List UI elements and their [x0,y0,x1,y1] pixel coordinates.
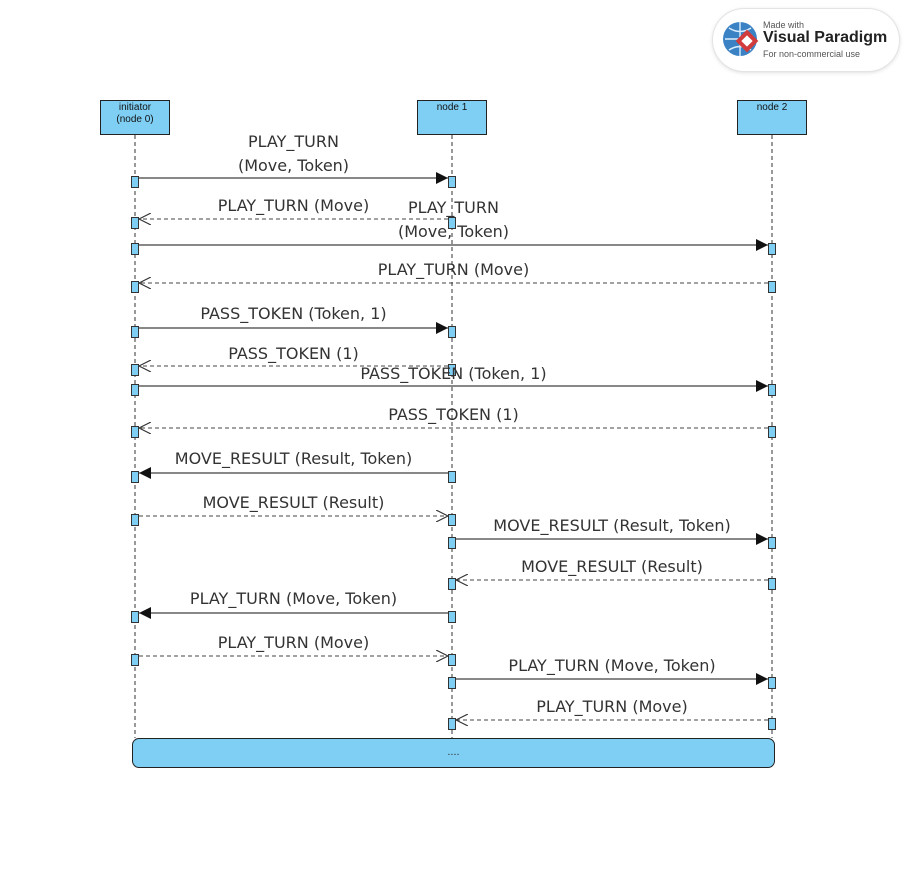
message-label: PASS_TOKEN (1) [388,405,519,424]
fragment-label: .... [447,746,460,758]
activation-box [448,537,456,549]
lifeline-head-initiator: initiator(node 0) [100,100,170,135]
watermark-brand: Visual Paradigm [763,29,888,46]
lifeline-head-node1: node 1 [417,100,487,135]
activation-box [131,384,139,396]
message-label: PLAY_TURN (Move) [217,633,370,652]
message-label: PLAY_TURN (Move) [217,196,370,215]
activation-box [131,326,139,338]
message-label: PLAY_TURN (Move) [377,260,530,279]
activation-box [768,384,776,396]
message-label: PLAY_TURN (Move, Token) [237,132,350,175]
message-label: MOVE_RESULT (Result) [521,557,703,576]
activation-box [768,537,776,549]
activation-box [768,578,776,590]
activation-box [131,364,139,376]
activation-box [448,677,456,689]
lifeline-name: initiator [118,102,152,113]
activation-box [131,217,139,229]
message-label: PASS_TOKEN (Token, 1) [200,304,387,323]
visual-paradigm-logo-icon [723,22,759,56]
activation-box [768,281,776,293]
activation-box [131,176,139,188]
activation-box [448,176,456,188]
activation-box [768,426,776,438]
lifeline-name: node 2 [756,102,788,113]
continuation-fragment: .... [132,738,775,768]
activation-box [448,578,456,590]
activation-box [131,243,139,255]
activation-box [768,677,776,689]
activation-box [448,718,456,730]
activation-box [448,611,456,623]
activation-box [768,718,776,730]
activation-box [131,426,139,438]
lifeline-name: node 1 [436,102,468,113]
activation-box [448,217,456,229]
message-label: MOVE_RESULT (Result, Token) [174,449,413,468]
activation-box [448,326,456,338]
message-label: MOVE_RESULT (Result) [202,493,385,512]
activation-box [768,243,776,255]
message-label: PLAY_TURN (Move, Token) [189,589,398,608]
activation-box [131,281,139,293]
watermark-made-with: Made with [763,20,805,30]
message-label: PASS_TOKEN (Token, 1) [360,364,547,383]
message-label: PASS_TOKEN (1) [228,344,359,363]
message-label: PLAY_TURN (Move, Token) [397,198,510,241]
watermark-subtitle: For non-commercial use [763,49,861,59]
lifeline-head-node2: node 2 [737,100,807,135]
activation-box [448,471,456,483]
message-label: PLAY_TURN (Move, Token) [508,656,716,675]
activation-box [131,471,139,483]
activation-box [448,654,456,666]
activation-box [131,611,139,623]
visual-paradigm-watermark: Made with Visual Paradigm For non-commer… [713,9,899,71]
activation-box [448,514,456,526]
message-label: MOVE_RESULT (Result, Token) [493,516,731,535]
activation-box [131,654,139,666]
lifeline-name: (node 0) [116,114,154,125]
activation-box [131,514,139,526]
message-label: PLAY_TURN (Move) [536,697,688,716]
activation-box [448,364,456,376]
